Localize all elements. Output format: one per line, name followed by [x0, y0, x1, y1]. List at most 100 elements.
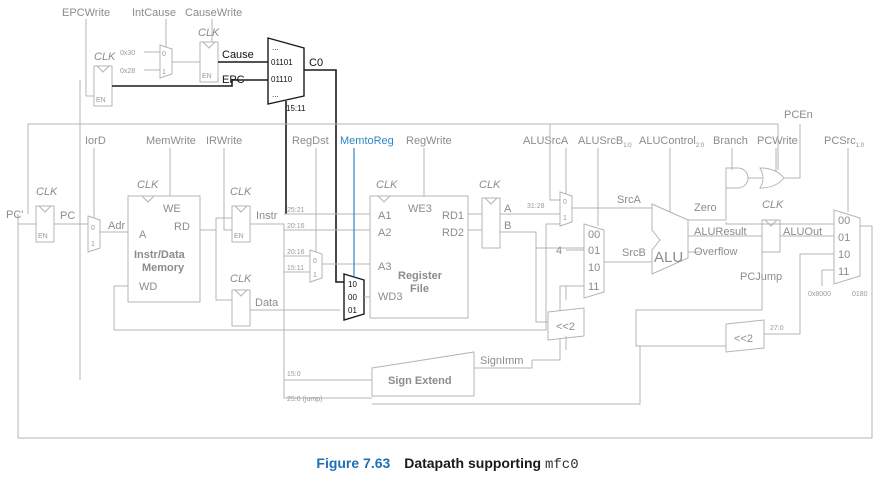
mem-a: A — [139, 229, 147, 241]
bits-2521: 25:21 — [287, 207, 305, 214]
mem-title-line1: Instr/Data — [134, 249, 186, 261]
and-gate — [725, 167, 749, 189]
alusrca-mux — [559, 191, 573, 227]
rf-a1: A1 — [378, 210, 391, 222]
mem-wd: WD — [139, 281, 157, 293]
aluout-label: ALUOut — [783, 226, 822, 238]
pcen-label: PCEn — [784, 109, 813, 121]
bits-250-jump: 25:0 (jump) — [287, 396, 322, 403]
pcsrc-mux-in00: 00 — [838, 215, 850, 227]
rf-rd2: RD2 — [442, 227, 464, 239]
instr-en: EN — [234, 233, 244, 240]
alusrcb-label: ALUSrcB1:0 — [578, 135, 632, 149]
cause-clk: CLK — [198, 27, 220, 39]
regdst-mux — [309, 249, 323, 283]
epc-signal-label: EPC — [222, 74, 245, 86]
pcprime-label: PC' — [6, 209, 23, 221]
pcsrc-mux-in10: 10 — [838, 249, 850, 261]
intcause-label: IntCause — [132, 7, 176, 19]
instr-data-memory — [127, 195, 201, 303]
mem-we: WE — [163, 203, 181, 215]
pcsrc-mux-in11: 11 — [838, 266, 849, 278]
alusrca-mux-in1: 1 — [563, 215, 567, 222]
cause-en: EN — [202, 73, 212, 80]
intcause-mux — [159, 44, 173, 79]
c0-mux-code-cause: 01101 — [271, 58, 293, 67]
figure-caption: Figure 7.63 Datapath supporting mfc0 — [0, 455, 895, 473]
regdst-mux-in0: 0 — [313, 258, 317, 265]
rf-clk: CLK — [376, 179, 398, 191]
mem-rd: RD — [174, 221, 190, 233]
bits-3128: 31:28 — [527, 203, 545, 210]
bits-150: 15:0 — [287, 371, 301, 378]
sign-extend — [371, 351, 475, 397]
bits-270: 27:0 — [770, 325, 784, 332]
hex30-const: 0x30 — [120, 50, 135, 57]
alusrca-label: ALUSrcA — [523, 135, 569, 147]
iord-mux-in1: 1 — [91, 241, 95, 248]
pcjump-label: PCJump — [740, 271, 782, 283]
alusrca-mux-in0: 0 — [563, 199, 567, 206]
rf-title-line2: File — [410, 283, 429, 295]
instr-clk: CLK — [230, 186, 252, 198]
rf-title-line1: Register — [398, 270, 443, 282]
regwrite-label: RegWrite — [406, 135, 452, 147]
data-register — [231, 289, 251, 327]
ab-clk: CLK — [479, 179, 501, 191]
datapath-diagram: EPCWrite IntCause CauseWrite IorD MemWri… — [6, 7, 873, 439]
iord-label: IorD — [85, 135, 106, 147]
pc-label: PC — [60, 210, 75, 222]
c0-mux — [267, 37, 305, 105]
reg-b-label: B — [504, 220, 511, 232]
c0-mux-code-epc: 01110 — [271, 75, 293, 84]
c0-select-bits: 15:11 — [286, 104, 306, 113]
figure-title-code: mfc0 — [544, 457, 579, 473]
instr-label: Instr — [256, 210, 278, 222]
memtoreg-mux-in10: 10 — [348, 280, 357, 289]
epc-en: EN — [96, 97, 106, 104]
reg-a-label: A — [504, 203, 512, 215]
memtoreg-mux — [343, 273, 365, 321]
figure-title: Datapath supporting — [404, 455, 542, 471]
overflow-label: Overflow — [694, 246, 737, 258]
hex8000-const: 0x8000 — [808, 291, 831, 298]
irwrite-label: IRWrite — [206, 135, 242, 147]
pcsrc-mux-in01: 01 — [838, 232, 850, 244]
memwrite-label: MemWrite — [146, 135, 196, 147]
aluout-register — [761, 219, 781, 253]
rf-a2: A2 — [378, 227, 391, 239]
intcause-mux-in0: 0 — [162, 51, 166, 58]
alusrcb-mux-in00: 00 — [588, 229, 600, 241]
alusrcb-mux-in11: 11 — [588, 281, 599, 293]
data-clk: CLK — [230, 273, 252, 285]
pc-en: EN — [38, 233, 48, 240]
regdst-mux-in1: 1 — [313, 272, 317, 279]
const-four: 4 — [556, 245, 562, 257]
hex0180-const: 0180 — [852, 291, 868, 298]
shl2-jump-label: <<2 — [734, 333, 753, 345]
memtoreg-mux-in00: 00 — [348, 293, 357, 302]
pc-clk: CLK — [36, 186, 58, 198]
memtoreg-label: MemtoReg — [340, 135, 394, 147]
pcsrc-mux — [833, 209, 861, 285]
zero-label: Zero — [694, 202, 717, 214]
alusrcb-mux-in01: 01 — [588, 245, 600, 257]
srcb-label: SrcB — [622, 247, 646, 259]
alu — [651, 203, 689, 275]
pcsrc-label: PCSrc1:0 — [824, 135, 865, 149]
bits-1511-mux: 15:11 — [287, 265, 304, 272]
data-label: Data — [255, 297, 279, 309]
sign-extend-label: Sign Extend — [388, 375, 452, 387]
signimm-label: SignImm — [480, 355, 523, 367]
c0-mux-dots-top: ... — [272, 43, 279, 52]
pcwrite-label: PCWrite — [757, 135, 798, 147]
epc-clk: CLK — [94, 51, 116, 63]
cause-signal-label: Cause — [222, 49, 254, 61]
intcause-mux-in1: 1 — [162, 69, 166, 76]
srca-label: SrcA — [617, 194, 642, 206]
alucontrol-label: ALUControl2:0 — [639, 135, 705, 149]
causewrite-label: CauseWrite — [185, 7, 242, 19]
hex28-const: 0x28 — [120, 68, 135, 75]
figure-number: Figure 7.63 — [316, 455, 391, 471]
memtoreg-mux-in01: 01 — [348, 306, 357, 315]
